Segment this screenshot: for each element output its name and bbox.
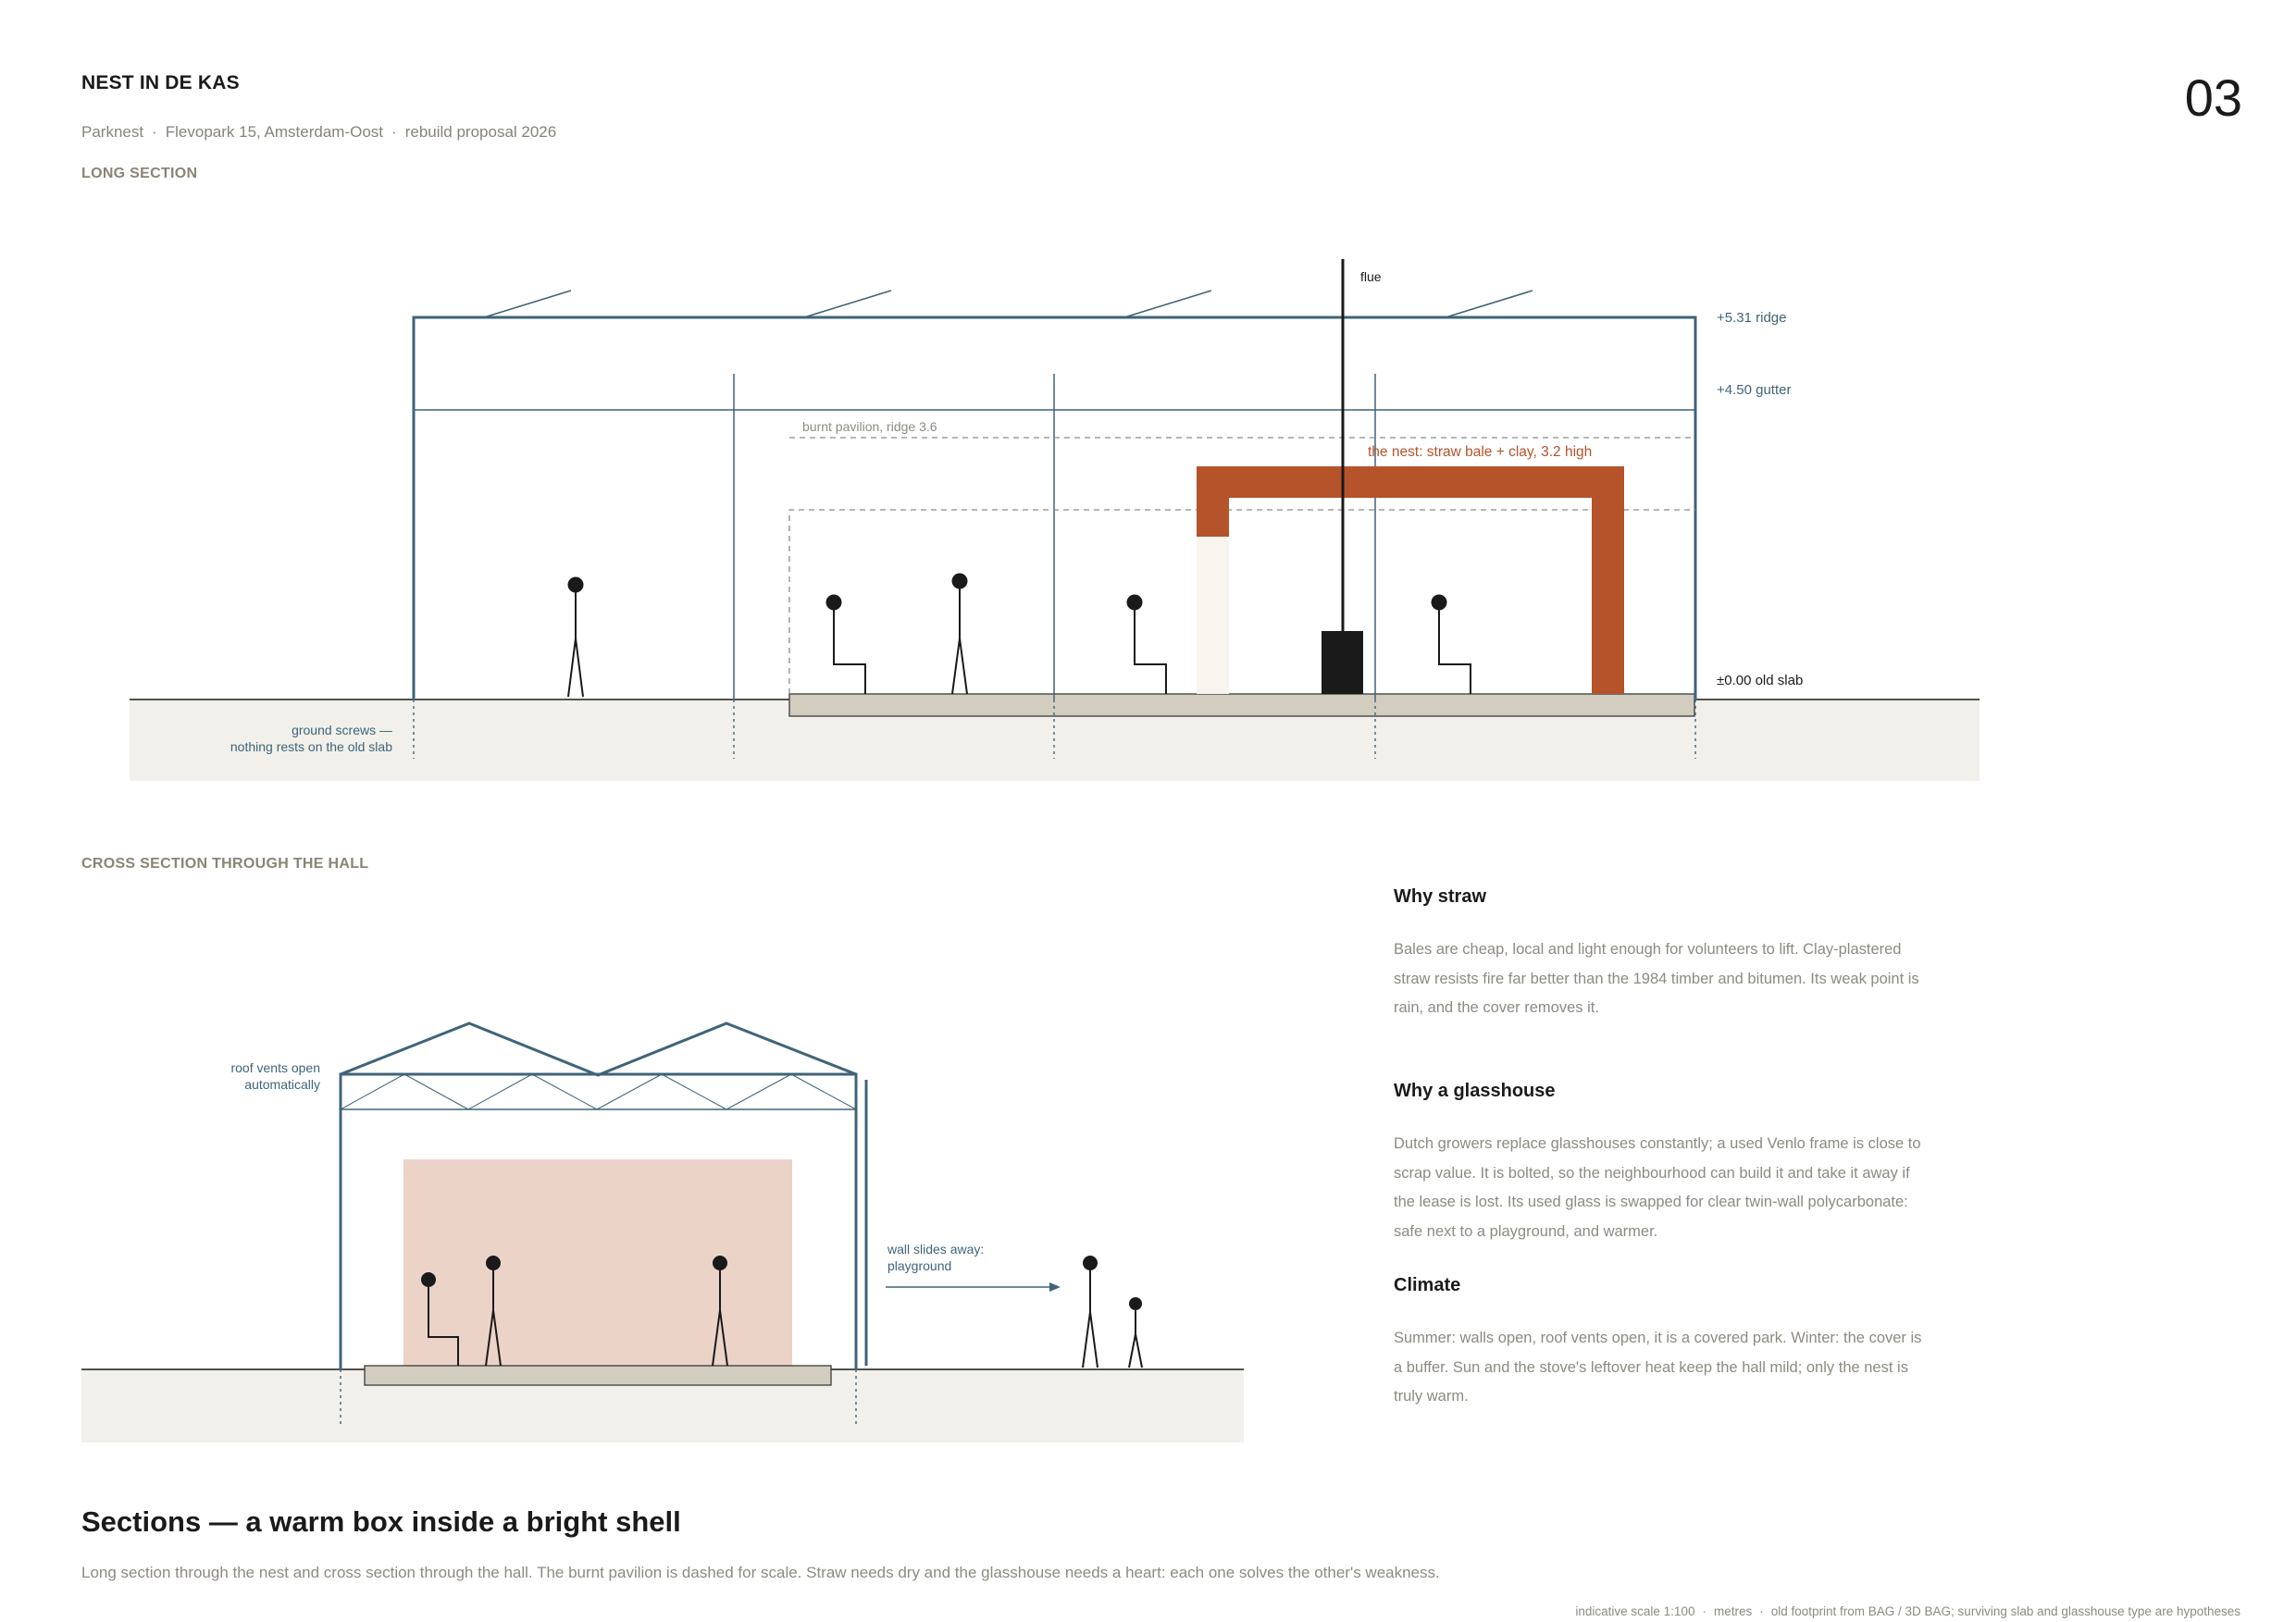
cross-ground-band <box>81 1369 1244 1442</box>
cross-section-label: CROSS SECTION THROUGH THE HALL <box>81 856 369 872</box>
wall-slides-label-line2: playground <box>887 1258 951 1273</box>
standing-person <box>712 1256 728 1367</box>
ridge-level-label: +5.31 ridge <box>1717 310 1786 326</box>
roof-vents <box>483 290 1533 318</box>
venlo-frame <box>339 1021 868 1369</box>
cross-slab <box>364 1365 832 1386</box>
ground-screws-label-line2: nothing rests on the old slab <box>230 739 392 754</box>
long-section-label: LONG SECTION <box>81 166 198 181</box>
wall-slides-label-line1: wall slides away: <box>887 1242 984 1257</box>
ground-screws-label-line1: ground screws — <box>292 723 392 737</box>
project-title: NEST IN DE KAS <box>81 72 240 93</box>
standing-person <box>951 573 968 695</box>
stove <box>1322 631 1363 694</box>
project-subtitle: Parknest · Flevopark 15, Amsterdam-Oost · re… <box>81 123 556 142</box>
seated-person <box>825 594 866 694</box>
block-title: Why straw <box>1394 886 1487 907</box>
old-slab <box>788 693 1695 717</box>
long-section-drawing: burnt pavilion, ridge 3.6 the nest: stra… <box>130 259 1980 781</box>
sheet-headline: Sections — a warm box inside a bright sh… <box>81 1505 681 1538</box>
block-body: Bales are cheap, local and light enough … <box>1394 941 1919 1016</box>
gutter-level-label: +4.50 gutter <box>1717 382 1791 398</box>
sheet-number: 03 <box>2184 68 2242 127</box>
footer-separator: · <box>1759 1604 1764 1618</box>
cross-ground-screws <box>340 1369 857 1425</box>
seated-person <box>1126 594 1167 694</box>
block-body: Dutch growers replace glasshouses consta… <box>1394 1135 1921 1240</box>
flue-label: flue <box>1360 269 1382 284</box>
slide-arrow <box>886 1282 1061 1292</box>
burnt-pavilion-label: burnt pavilion, ridge 3.6 <box>802 419 937 434</box>
block-title: Why a glasshouse <box>1394 1081 1556 1101</box>
child-figure <box>1128 1297 1143 1368</box>
standing-person <box>1082 1256 1098 1368</box>
subtitle-separator: · <box>152 123 157 141</box>
text-block-why-straw: Why straw Bales are cheap, local and lig… <box>1394 886 1930 1023</box>
straw-nest <box>1197 466 1624 694</box>
burnt-pavilion-outline <box>788 437 1695 694</box>
subtitle-proposal: rebuild proposal 2026 <box>404 123 557 141</box>
footer-units: metres <box>1713 1604 1753 1618</box>
nest-label: the nest: straw bale + clay, 3.2 high <box>1368 444 1592 460</box>
block-title: Climate <box>1394 1275 1461 1295</box>
slab-level-label: ±0.00 old slab <box>1717 673 1803 688</box>
standing-person <box>485 1256 502 1367</box>
nest-opening <box>1197 537 1229 694</box>
roof-vents-label-line1: roof vents open <box>230 1060 320 1075</box>
roof-vents-label-line2: automatically <box>244 1077 320 1092</box>
footer-separator: · <box>1702 1604 1706 1618</box>
sheet-footer: indicative scale 1:100 · metres · old footpr… <box>1575 1604 2240 1618</box>
subtitle-separator: · <box>391 123 397 141</box>
subtitle-address: Flevopark 15, Amsterdam-Oost <box>165 123 384 141</box>
glasshouse-frame <box>412 316 1697 700</box>
text-block-why-glasshouse: Why a glasshouse Dutch growers replace g… <box>1394 1081 1930 1246</box>
seated-person <box>1431 594 1471 694</box>
text-block-climate: Climate Summer: walls open, roof vents o… <box>1394 1275 1930 1412</box>
sheet-caption: Long section through the nest and cross … <box>81 1564 1440 1581</box>
block-body: Summer: walls open, roof vents open, it … <box>1394 1330 1922 1405</box>
footer-scale: indicative scale 1:100 <box>1575 1604 1695 1618</box>
footer-source: old footprint from BAG / 3D BAG; survivi… <box>1770 1604 2240 1618</box>
standing-person <box>567 576 584 698</box>
seated-person <box>421 1272 459 1366</box>
heated-hall-zone <box>403 1159 792 1366</box>
subtitle-client: Parknest <box>81 123 144 141</box>
